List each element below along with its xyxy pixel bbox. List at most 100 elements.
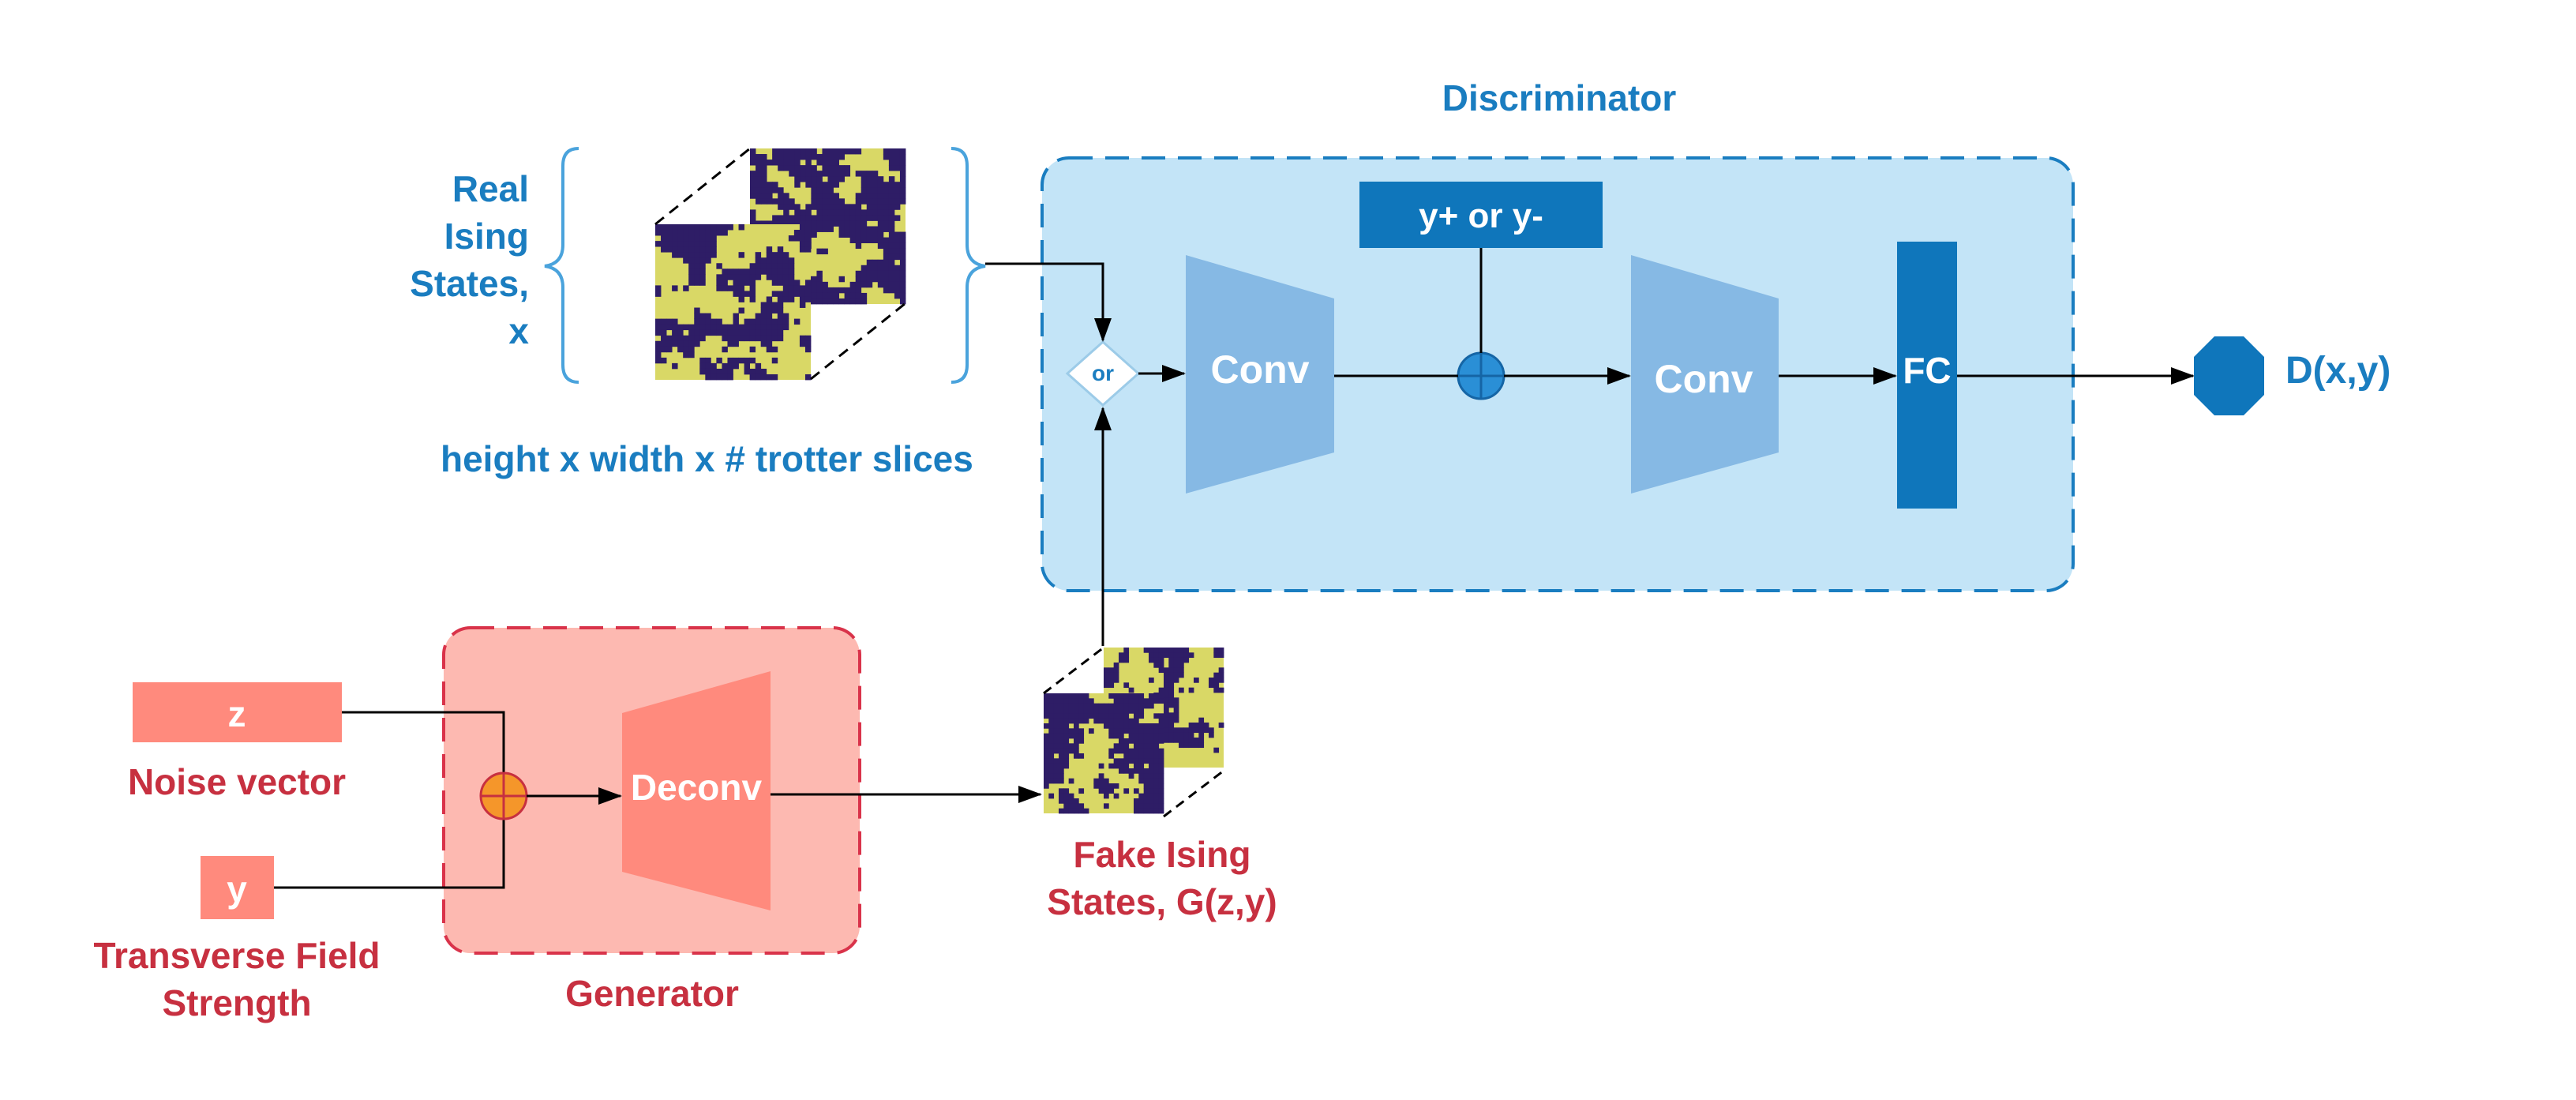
spin-down-cell: [855, 209, 862, 216]
spin-down-cell: [694, 335, 700, 342]
spin-down-cell: [811, 182, 817, 188]
spin-down-cell: [699, 252, 706, 258]
spin-down-cell: [1168, 687, 1175, 693]
spin-down-cell: [750, 171, 756, 177]
spin-down-cell: [883, 226, 890, 232]
spin-down-cell: [738, 280, 744, 286]
spin-down-cell: [822, 154, 828, 160]
spin-down-cell: [1164, 652, 1169, 659]
spin-down-cell: [1183, 648, 1190, 653]
spin-down-cell: [1149, 753, 1154, 759]
spin-down-cell: [1123, 693, 1130, 699]
fake-states-label-2: States, G(z,y): [1047, 881, 1277, 922]
spin-down-cell: [827, 148, 834, 155]
spin-down-cell: [1203, 723, 1209, 728]
spin-down-cell: [755, 335, 762, 342]
spin-down-cell: [1179, 657, 1184, 663]
spin-down-cell: [844, 231, 851, 238]
spin-down-cell: [1059, 693, 1064, 699]
spin-down-cell: [894, 265, 901, 272]
spin-down-cell: [716, 280, 722, 286]
spin-down-cell: [771, 357, 778, 364]
spin-down-cell: [705, 224, 711, 231]
spin-down-cell: [1164, 667, 1169, 674]
spin-down-cell: [688, 257, 695, 264]
spin-down-cell: [838, 231, 846, 238]
spin-down-cell: [1108, 703, 1115, 709]
spin-down-cell: [899, 298, 906, 305]
spin-down-cell: [872, 276, 879, 283]
spin-down-cell: [799, 302, 806, 308]
spin-down-cell: [1098, 703, 1104, 709]
spin-down-cell: [899, 154, 906, 160]
spin-down-cell: [694, 235, 700, 242]
spin-down-cell: [705, 318, 711, 325]
spin-down-cell: [772, 220, 778, 227]
spin-down-cell: [1134, 748, 1139, 754]
spin-down-cell: [855, 220, 862, 227]
spin-down-cell: [1138, 693, 1145, 699]
spin-down-cell: [771, 291, 778, 297]
spin-down-cell: [1113, 793, 1119, 799]
spin-down-cell: [1074, 748, 1079, 754]
spin-down-cell: [1183, 657, 1190, 663]
spin-down-cell: [1053, 738, 1059, 744]
spin-down-cell: [888, 160, 895, 166]
spin-down-cell: [655, 351, 662, 359]
spin-down-cell: [733, 274, 739, 280]
spin-down-cell: [666, 340, 673, 347]
spin-down-cell: [1093, 713, 1100, 719]
spin-down-cell: [1119, 723, 1124, 729]
spin-down-cell: [716, 374, 722, 381]
spin-down-cell: [1113, 698, 1119, 704]
spin-down-cell: [793, 285, 801, 291]
spin-down-cell: [778, 148, 784, 155]
spin-down-cell: [1128, 693, 1134, 699]
spin-down-cell: [816, 292, 823, 299]
spin-down-cell: [1119, 718, 1124, 724]
spin-down-cell: [1194, 723, 1199, 728]
spin-down-cell: [699, 263, 706, 269]
spin-down-cell: [877, 226, 884, 232]
spin-down-cell: [1063, 718, 1070, 724]
spin-down-cell: [766, 274, 773, 280]
spin-down-cell: [783, 154, 789, 160]
spin-down-cell: [767, 182, 773, 188]
spin-down-cell: [677, 230, 684, 236]
spin-down-cell: [888, 204, 895, 210]
spin-down-cell: [761, 193, 767, 199]
spin-down-cell: [1149, 798, 1154, 804]
conv1-block: [1186, 255, 1334, 494]
spin-down-cell: [1188, 687, 1194, 693]
spin-down-cell: [1179, 687, 1184, 693]
spin-down-cell: [800, 215, 806, 221]
spin-down-cell: [716, 329, 722, 336]
spin-down-cell: [827, 187, 834, 193]
spin-down-cell: [1074, 718, 1079, 724]
spin-down-cell: [805, 165, 812, 171]
spin-down-cell: [883, 148, 890, 155]
spin-down-cell: [722, 285, 728, 291]
spin-down-cell: [1119, 652, 1124, 659]
spin-down-cell: [1113, 713, 1119, 719]
spin-down-cell: [1158, 808, 1164, 814]
spin-down-cell: [855, 287, 862, 294]
spin-down-cell: [1158, 738, 1164, 744]
spin-down-cell: [1143, 793, 1149, 799]
spin-down-cell: [1218, 672, 1224, 678]
spin-down-cell: [894, 165, 901, 171]
spin-down-cell: [805, 171, 812, 177]
spin-down-cell: [777, 324, 784, 331]
spin-down-cell: [1078, 708, 1085, 714]
spin-down-cell: [872, 215, 879, 221]
spin-down-cell: [1138, 728, 1145, 734]
spin-down-cell: [749, 280, 756, 286]
spin-down-cell: [756, 176, 762, 182]
spin-down-cell: [1173, 717, 1179, 723]
field-strength-box-label: y: [227, 869, 247, 910]
spin-down-cell: [1063, 758, 1070, 764]
spin-down-cell: [1123, 713, 1130, 719]
spin-down-cell: [833, 193, 839, 199]
spin-down-cell: [1074, 803, 1079, 809]
spin-down-cell: [772, 215, 778, 221]
